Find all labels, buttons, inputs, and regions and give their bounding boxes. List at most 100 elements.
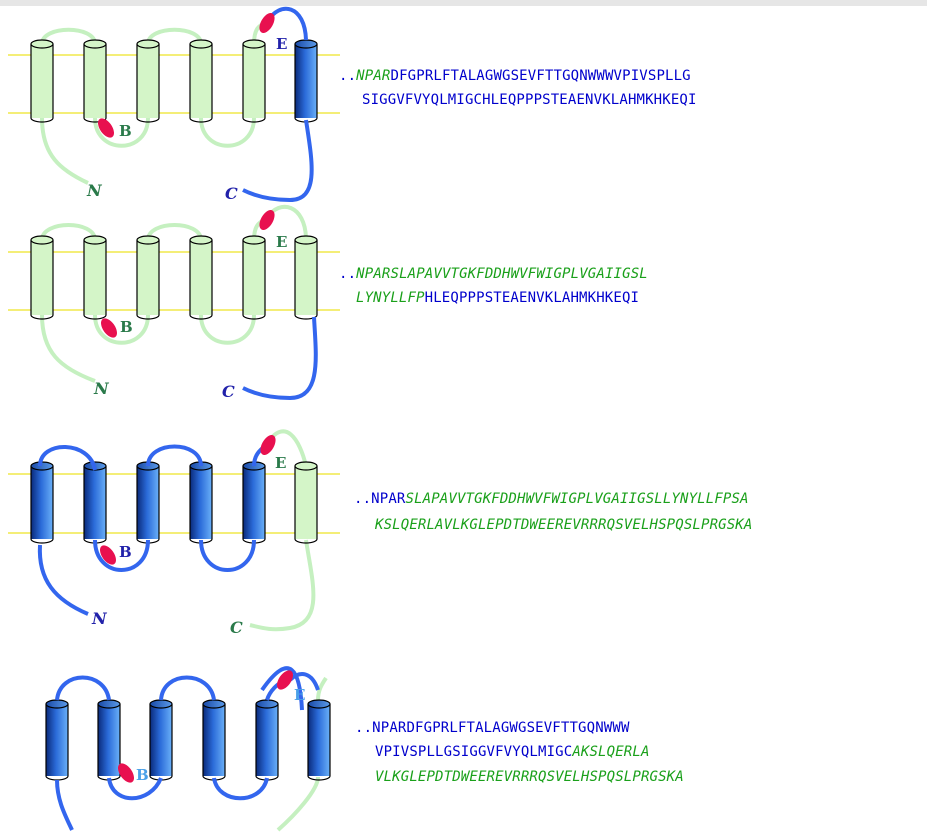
helix-5: [242, 39, 266, 123]
loop: [93, 314, 150, 345]
c-terminus-label: C: [230, 618, 243, 637]
seq-seg: NPARSLAPAVVTGKFDDHWVFWIGPLVGAIIGSL: [355, 266, 648, 282]
site-b-marker: [98, 118, 114, 138]
helix-5: [242, 461, 266, 544]
helix-4: [189, 461, 213, 544]
seq-seg: VLKGLEPDTDWEEREVRRRQSVELHSPQSLPRGSKA: [375, 769, 684, 785]
sequence-line-3: VLKGLEPDTDWEEREVRRRQSVELHSPQSLPRGSKA: [375, 769, 684, 785]
n-terminal-loop: [55, 779, 74, 831]
helix-2: [83, 461, 107, 544]
sequence-line-2: KSLQERLAVLKGLEPDTDWEEREVRRRQSVELHSPQSLPR…: [374, 517, 752, 533]
seq-seg: SIGGVFVYQLMIGCHLEQPPPSTEAENVKLAHMKHKEQI: [362, 92, 697, 108]
loop-blue: [260, 666, 304, 711]
seq-seg: SLAPAVVTGKFDDHWVFWIGPLVGAIIGSLLYNYLLFPSA: [405, 491, 748, 507]
c-terminal-loop: [249, 539, 316, 632]
c-terminal-loop: [276, 776, 320, 832]
site-b-marker: [118, 763, 134, 783]
helix-1: [30, 39, 54, 123]
site-e-label: E: [276, 233, 287, 251]
n-terminal-loop: [37, 544, 89, 616]
panel-2: E B N C ..NPARSLAPAVVTGKFDDHWVFWIGPLVGAI…: [8, 204, 656, 401]
site-b-label: B: [119, 122, 132, 140]
helix-5: [242, 235, 266, 320]
site-e-label: E: [275, 454, 286, 472]
panel-3: E B N C ..NPARSLAPAVVTGKFDDHWVFWIGPLVGAI…: [8, 429, 757, 637]
seq-seg: LYNYLLFP: [356, 290, 425, 306]
seq-seg: NPAR: [355, 68, 390, 84]
site-e-marker: [259, 210, 275, 230]
helix-2: [83, 39, 107, 123]
seq-seg: KSLQERLAVLKGLEPDTDWEEREVRRRQSVELHSPQSLPR…: [374, 517, 752, 533]
site-e-label: E: [294, 686, 305, 704]
n-terminus-label: N: [86, 181, 103, 200]
sequence-text: ..NPARSLAPAVVTGKFDDHWVFWIGPLVGAIIGSL LYN…: [339, 266, 656, 306]
c-terminal-loop: [242, 316, 318, 401]
seq-seg: DFGPRLFTALAGWGSEVFTTGQNWWWVPIVSPLLG: [391, 68, 691, 84]
helix-3: [149, 699, 173, 781]
loop: [146, 223, 203, 241]
loop-blue: [212, 777, 269, 801]
helix-1: [45, 699, 69, 781]
site-e-marker: [259, 13, 275, 33]
n-terminus-label: N: [93, 379, 110, 398]
loop-blue: [199, 539, 256, 572]
seq-seg: ..: [339, 68, 356, 84]
sequence-line-1: ..NPARSLAPAVVTGKFDDHWVFWIGPLVGAIIGSLLYNY…: [354, 491, 749, 507]
seq-seg: VPIVSPLLGSIGGVFVYQLMIGC: [375, 744, 572, 760]
loop-blue: [159, 675, 216, 701]
helix-2: [83, 235, 107, 320]
n-terminal-loop: [40, 117, 89, 185]
loop: [40, 223, 97, 241]
helix-1: [30, 235, 54, 320]
sequence-text: ..NPARSLAPAVVTGKFDDHWVFWIGPLVGAIIGSLLYNY…: [354, 491, 757, 533]
loop: [199, 314, 256, 345]
helix-3: [136, 235, 160, 320]
sequence-line-2: LYNYLLFPHLEQPPPSTEAENVKLAHMKHKEQI: [356, 290, 639, 306]
c-terminus-label: C: [225, 184, 238, 203]
loop-blue: [55, 675, 111, 701]
site-b-label: B: [120, 318, 133, 336]
sequence-line-1: ..NPARSLAPAVVTGKFDDHWVFWIGPLVGAIIGSL: [339, 266, 648, 282]
c-terminal-loop: [242, 119, 314, 203]
loop: [93, 117, 150, 148]
panel-1: E B N C ..NPARDFGPRLFTALAGWGSEVFTTGQNWWW…: [8, 6, 699, 203]
sequence-line-1: ..NPARDFGPRLFTALAGWGSEVFTTGQNWWW: [355, 720, 630, 736]
seq-seg: ..: [339, 266, 356, 282]
site-e-marker: [260, 435, 276, 455]
n-terminus-label: N: [91, 609, 108, 628]
helix-5: [255, 699, 279, 781]
helix-4: [189, 235, 213, 320]
seq-seg: AKSLQERLA: [571, 744, 649, 760]
site-b-label: B: [119, 543, 132, 561]
site-e-marker: [277, 670, 293, 690]
panel-4: E B ..NPARDFGPRLFTALAGWGSEVFTTGQNWWW VPI…: [45, 666, 684, 832]
site-b-marker: [101, 318, 117, 338]
site-b-label: B: [136, 766, 149, 784]
loop-blue: [146, 444, 203, 467]
seq-seg: ..NPAR: [354, 491, 406, 507]
top-border: [0, 0, 927, 6]
loop-blue: [107, 777, 163, 801]
loop: [316, 676, 328, 701]
helix-2: [97, 699, 121, 781]
loop: [146, 27, 203, 45]
sequence-line-2: SIGGVFVYQLMIGCHLEQPPPSTEAENVKLAHMKHKEQI: [362, 92, 697, 108]
seq-seg: ..NPARDFGPRLFTALAGWGSEVFTTGQNWWW: [355, 720, 630, 736]
site-e-label: E: [276, 35, 287, 53]
loop-blue: [38, 445, 97, 471]
site-b-marker: [100, 545, 116, 565]
loop: [40, 27, 97, 45]
sequence-line-2: VPIVSPLLGSIGGVFVYQLMIGCAKSLQERLA: [375, 744, 650, 760]
helix-6: [294, 461, 318, 544]
loop: [199, 117, 256, 148]
sequence-text: ..NPARDFGPRLFTALAGWGSEVFTTGQNWWW VPIVSPL…: [355, 720, 684, 785]
loop-blue: [93, 539, 150, 572]
sequence-line-1: ..NPARDFGPRLFTALAGWGSEVFTTGQNWWWVPIVSPLL…: [339, 68, 691, 84]
c-terminus-label: C: [222, 382, 235, 401]
helix-4: [202, 699, 226, 781]
helix-3: [136, 39, 160, 123]
sequence-text: ..NPARDFGPRLFTALAGWGSEVFTTGQNWWWVPIVSPLL…: [339, 68, 699, 108]
helix-3: [136, 461, 160, 544]
helix-6: [307, 699, 331, 781]
